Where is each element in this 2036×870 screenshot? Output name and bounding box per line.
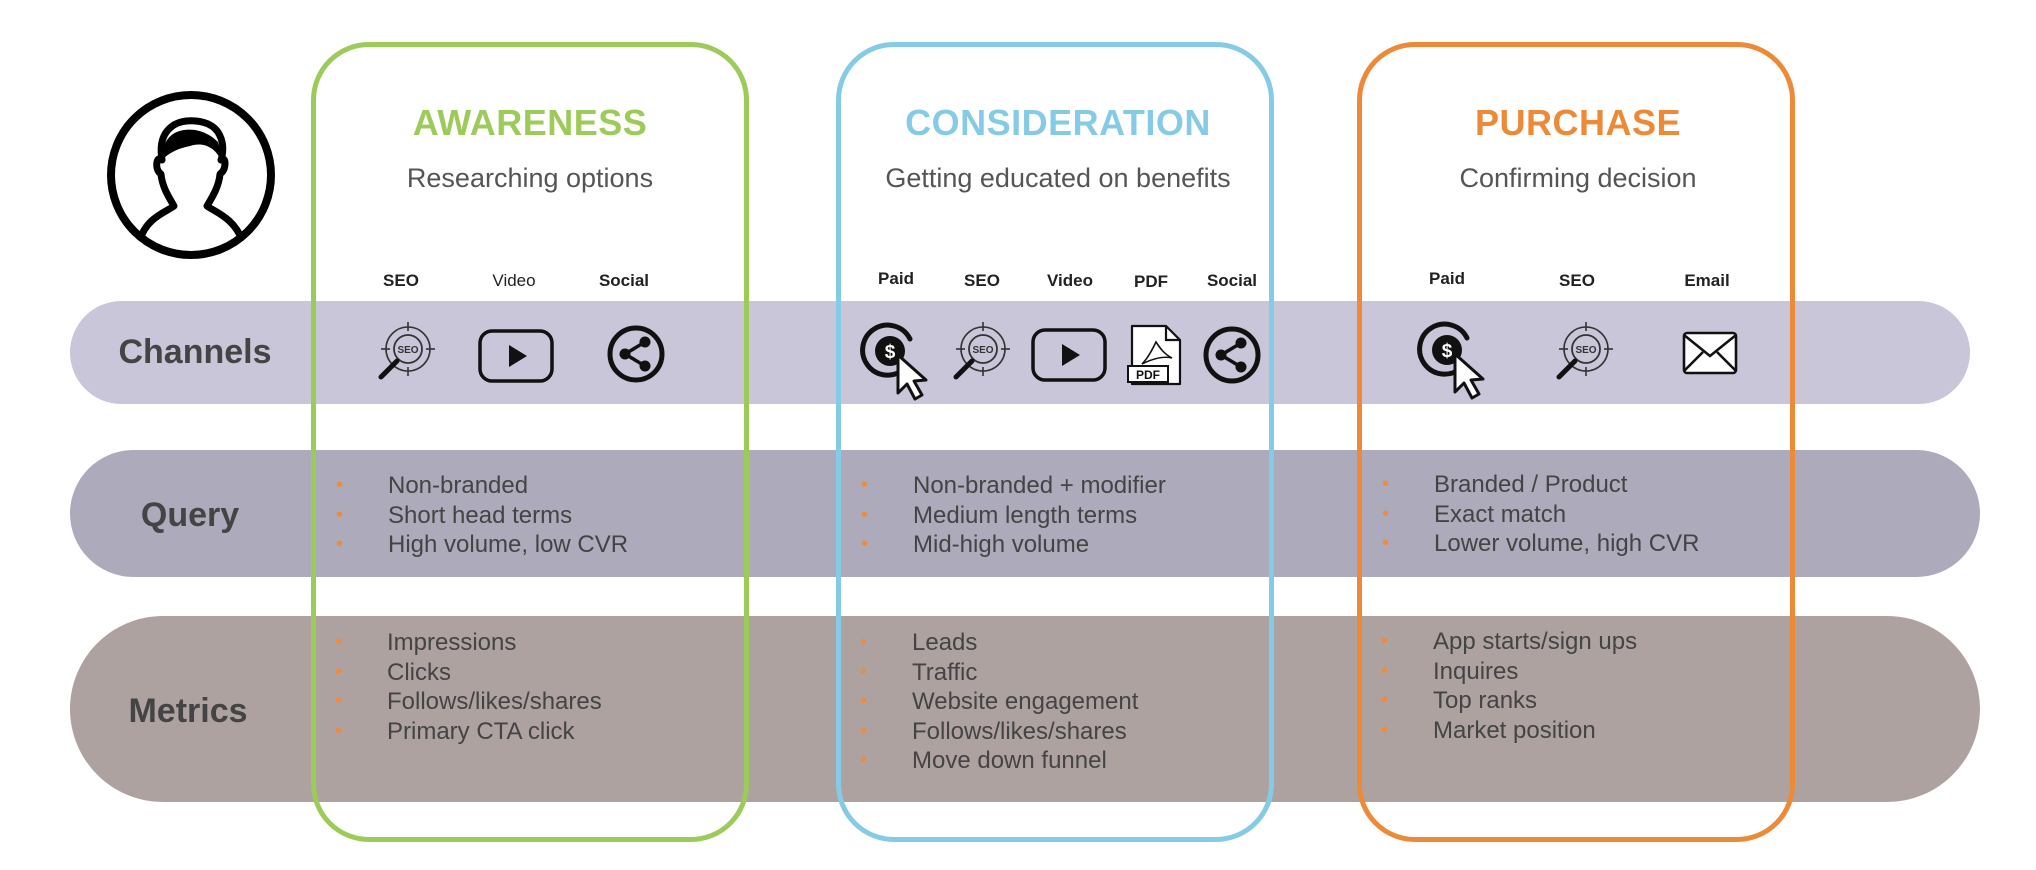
stage-purchase (1357, 42, 1795, 842)
list-item: Non-branded (336, 471, 628, 501)
video-play-icon (478, 329, 554, 383)
channel-label-paid: Paid (1429, 269, 1465, 288)
list-item: Exact match (1382, 500, 1699, 530)
list-item: Follows/likes/shares (335, 687, 602, 717)
list-item: App starts/sign ups (1381, 627, 1637, 657)
envelope-icon (1682, 331, 1738, 375)
svg-text:PDF: PDF (1136, 368, 1160, 382)
svg-text:$: $ (1442, 341, 1453, 362)
share-icon (607, 325, 665, 383)
user-avatar-icon (107, 91, 275, 259)
channel-label-seo: SEO (964, 271, 1000, 290)
svg-text:SEO: SEO (397, 345, 418, 356)
video-play-icon (1031, 328, 1107, 382)
channel-label-seo: SEO (1559, 271, 1595, 290)
list-item: Primary CTA click (335, 717, 602, 747)
stage-consideration (836, 42, 1274, 842)
list-item: Website engagement (860, 687, 1138, 717)
channel-label-video: Video (492, 271, 536, 290)
stage-subtitle-awareness: Researching options (406, 163, 654, 193)
list-item: High volume, low CVR (336, 530, 628, 560)
list-item: Leads (860, 628, 1138, 658)
metrics-list-awareness: Impressions Clicks Follows/likes/shares … (335, 628, 602, 746)
channel-label-pdf: PDF (1134, 272, 1168, 291)
list-item: Impressions (335, 628, 602, 658)
share-icon (1203, 326, 1261, 384)
channel-label-seo: SEO (383, 271, 419, 290)
list-item: Move down funnel (860, 746, 1138, 776)
list-item: Market position (1381, 716, 1637, 746)
query-list-awareness: Non-branded Short head terms High volume… (336, 471, 628, 560)
svg-text:SEO: SEO (972, 345, 993, 356)
svg-text:SEO: SEO (1575, 345, 1596, 356)
list-item: Top ranks (1381, 686, 1637, 716)
row-label-channels: Channels (118, 333, 272, 371)
list-item: Follows/likes/shares (860, 717, 1138, 747)
channel-label-social: Social (598, 271, 650, 290)
stage-title-purchase: PURCHASE (1474, 102, 1682, 143)
list-item: Traffic (860, 658, 1138, 688)
list-item: Non-branded + modifier (861, 471, 1166, 501)
row-label-metrics: Metrics (128, 692, 248, 730)
row-label-query: Query (140, 496, 240, 534)
channel-label-email: Email (1684, 271, 1730, 290)
stage-subtitle-consideration: Getting educated on benefits (885, 163, 1231, 193)
pdf-icon: PDF (1127, 324, 1182, 386)
paid-click-icon: $ (860, 322, 928, 401)
list-item: Clicks (335, 658, 602, 688)
stage-title-consideration: CONSIDERATION (905, 102, 1211, 143)
stage-subtitle-purchase: Confirming decision (1459, 163, 1697, 193)
channel-label-paid: Paid (878, 269, 914, 288)
list-item: Lower volume, high CVR (1382, 529, 1699, 559)
paid-click-icon: $ (1417, 321, 1485, 400)
seo-icon: SEO (953, 322, 1010, 380)
seo-icon: SEO (1556, 322, 1613, 380)
list-item: Inquires (1381, 657, 1637, 687)
svg-text:$: $ (885, 342, 896, 363)
query-list-purchase: Branded / Product Exact match Lower volu… (1382, 470, 1699, 559)
stage-title-awareness: AWARENESS (412, 102, 648, 143)
metrics-list-consideration: Leads Traffic Website engagement Follows… (860, 628, 1138, 776)
channel-label-video: Video (1047, 271, 1093, 290)
list-item: Branded / Product (1382, 470, 1699, 500)
query-list-consideration: Non-branded + modifier Medium length ter… (861, 471, 1166, 560)
list-item: Mid-high volume (861, 530, 1166, 560)
list-item: Short head terms (336, 501, 628, 531)
metrics-list-purchase: App starts/sign ups Inquires Top ranks M… (1381, 627, 1637, 745)
list-item: Medium length terms (861, 501, 1166, 531)
channel-label-social: Social (1206, 271, 1258, 290)
stage-awareness (311, 42, 749, 842)
seo-icon: SEO (378, 322, 435, 380)
